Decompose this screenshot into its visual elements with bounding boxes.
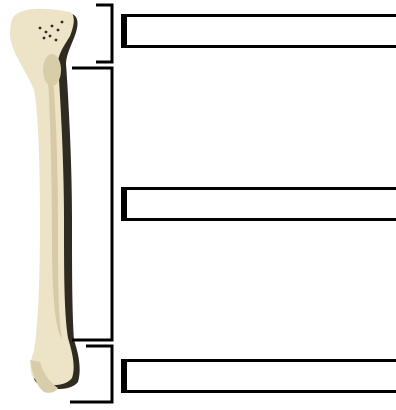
tibia-bone-illustration bbox=[10, 9, 80, 393]
label-box-distal-end[interactable] bbox=[121, 359, 396, 393]
bracket-proximal bbox=[96, 5, 112, 62]
bracket-group bbox=[70, 5, 112, 402]
bracket-shaft bbox=[72, 68, 112, 340]
label-box-shaft[interactable] bbox=[121, 187, 396, 221]
label-box-proximal-end[interactable] bbox=[121, 14, 396, 48]
tibial-tuberosity bbox=[43, 54, 61, 86]
